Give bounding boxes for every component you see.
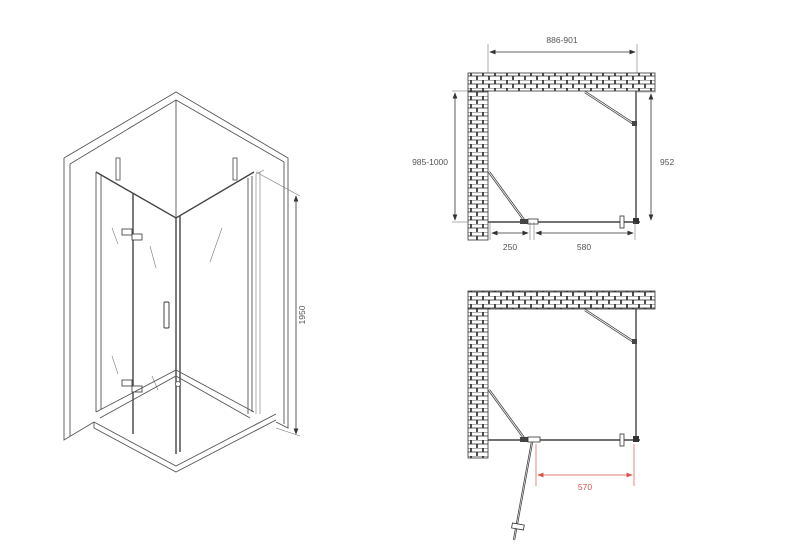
width-dimension-label: 886-901 (546, 35, 577, 45)
height-dimension-label: 1950 (297, 305, 307, 324)
door-width-label: 580 (577, 242, 591, 252)
door-opening-label: 570 (578, 482, 592, 492)
fixed-panel-label: 250 (503, 242, 517, 252)
side-wall-brick-open (467, 308, 489, 459)
back-wall-brick (467, 72, 656, 92)
inner-depth-label: 952 (660, 157, 674, 167)
side-wall-brick (467, 90, 489, 241)
back-wall-brick-open (467, 290, 656, 310)
plan-view-closed: 886-901 985-1000 952 250 580 (412, 35, 674, 252)
depth-dimension-label: 985-1000 (412, 157, 448, 167)
isometric-view: 1950 (63, 91, 307, 473)
plan-view-open: 570 (467, 290, 656, 541)
